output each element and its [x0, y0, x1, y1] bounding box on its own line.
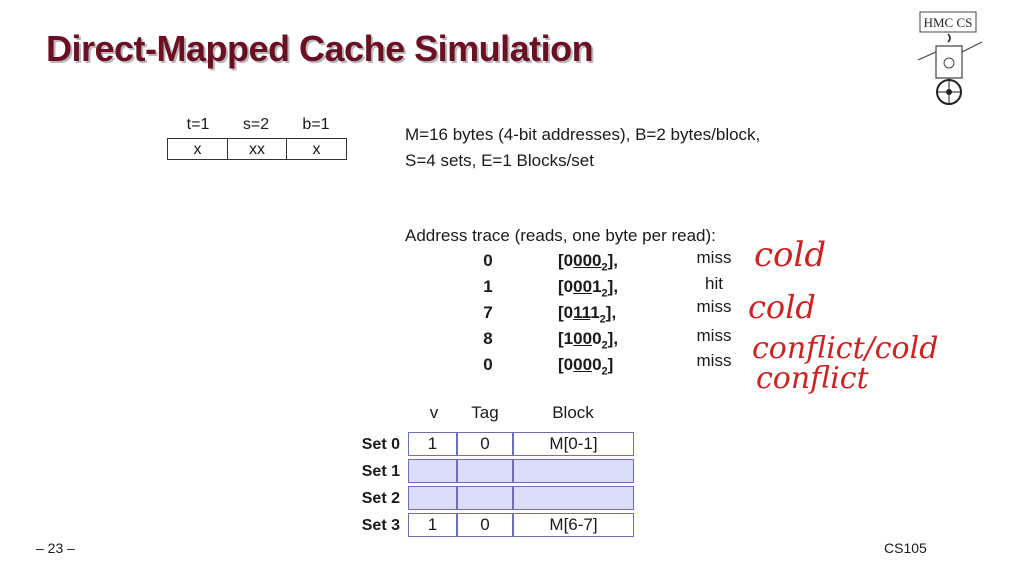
trace-address: 0 [483, 355, 493, 374]
cache-parameters: M=16 bytes (4-bit addresses), B=2 bytes/… [405, 122, 760, 174]
tag-cell: 0 [457, 513, 513, 537]
params-line-1: M=16 bytes (4-bit addresses), B=2 bytes/… [405, 125, 761, 144]
valid-bit-cell [408, 486, 457, 510]
col-header-block: Block [552, 403, 594, 422]
set-label: Set 2 [361, 490, 400, 507]
trace-result: miss [696, 297, 732, 316]
trace-binary: [00002] [558, 355, 614, 378]
trace-address: 8 [483, 329, 493, 348]
set-label: Set 0 [361, 436, 400, 453]
trace-result: miss [696, 351, 732, 370]
col-header-tag: Tag [471, 403, 499, 422]
ink-conflict-cold: conflict/cold [752, 331, 938, 366]
trace-address: 1 [483, 277, 493, 296]
tag-cell [457, 459, 513, 483]
logo-text: HMC CS [924, 15, 973, 30]
trace-binary: [10002], [558, 329, 619, 352]
valid-bit-cell: 1 [408, 432, 457, 456]
tag-cell: 0 [457, 432, 513, 456]
set-label: Set 1 [361, 463, 400, 480]
ink-cold-1: cold [754, 235, 826, 275]
trace-result: hit [705, 274, 723, 293]
block-cell: M[0-1] [513, 432, 634, 456]
tag-cell [457, 486, 513, 510]
col-header-v: v [429, 403, 439, 422]
block-cell [513, 459, 634, 483]
block-bits-label: b=1 [302, 116, 330, 133]
set-bits-box: xx [227, 138, 287, 160]
trace-result: miss [696, 326, 732, 345]
address-trace-header: Address trace (reads, one byte per read)… [405, 226, 716, 245]
trace-binary: [01112], [558, 303, 617, 326]
trace-binary: [00012], [558, 277, 619, 300]
hmc-cs-logo: HMC CS [906, 8, 996, 111]
tag-bits-label: t=1 [186, 116, 210, 133]
handwritten-annotations: cold cold conflict/cold conflict [740, 220, 1024, 401]
trace-binary: [00002], [558, 251, 619, 274]
trace-address: 0 [483, 251, 493, 270]
page-title: Direct-Mapped Cache Simulation [46, 28, 594, 69]
trace-address: 7 [483, 303, 493, 322]
set-label: Set 3 [361, 517, 400, 534]
block-bits-box: x [286, 138, 347, 160]
ink-cold-2: cold [748, 288, 816, 326]
valid-bit-cell [408, 459, 457, 483]
params-line-2: S=4 sets, E=1 Blocks/set [405, 151, 594, 170]
block-cell [513, 486, 634, 510]
block-cell: M[6-7] [513, 513, 634, 537]
ink-conflict: conflict [756, 361, 870, 396]
set-bits-label: s=2 [242, 116, 270, 133]
course-label: CS105 [884, 540, 927, 556]
trace-result: miss [696, 248, 732, 267]
page-number: – 23 – [36, 540, 75, 556]
tag-bits-box: x [167, 138, 228, 160]
valid-bit-cell: 1 [408, 513, 457, 537]
